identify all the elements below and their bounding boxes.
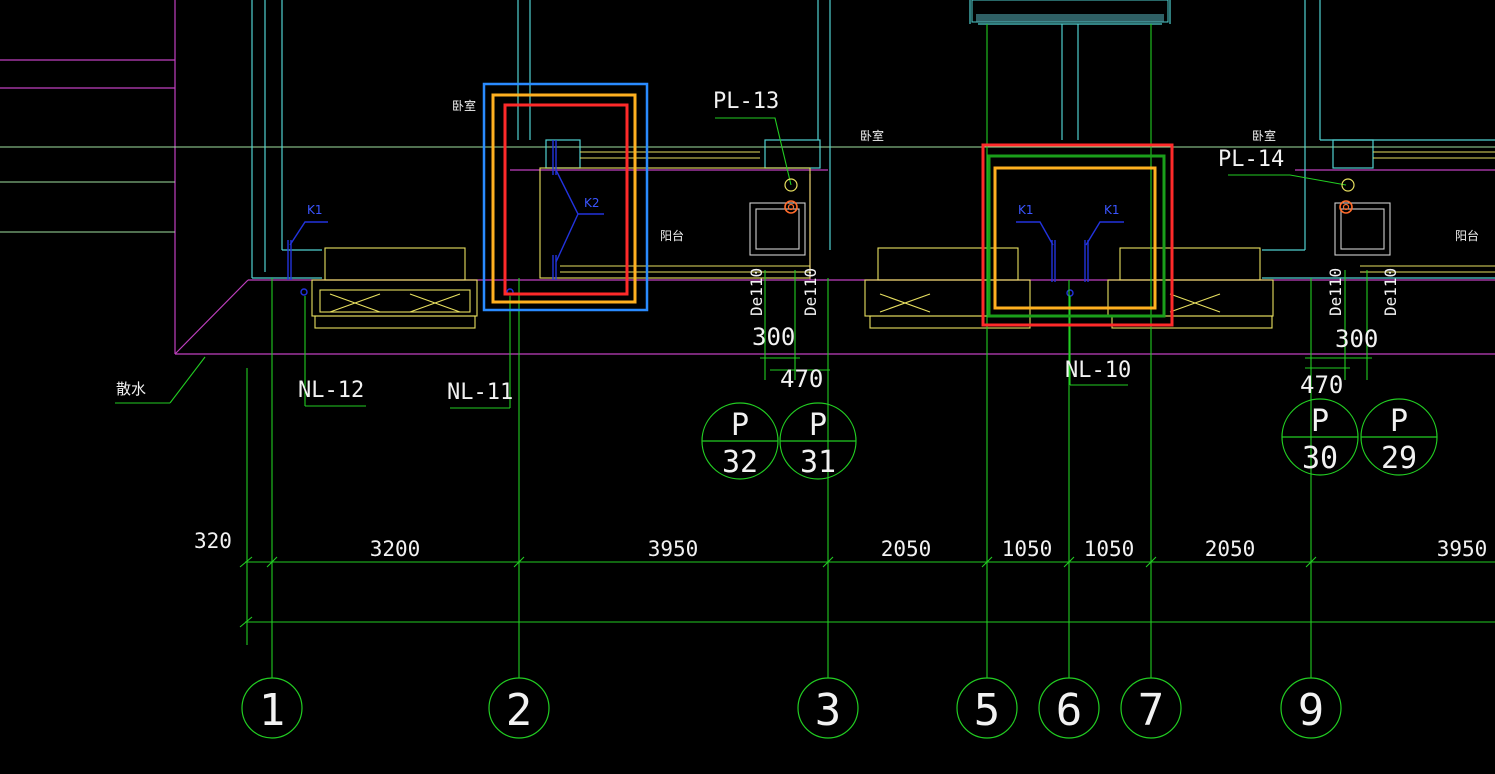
pipe-label-k2: K2 [584, 196, 600, 210]
dimension-edge: 320 [194, 529, 232, 553]
pipe-label-nl11: NL-11 [447, 380, 513, 405]
reference-lines [0, 146, 1495, 233]
tag-p32[interactable]: P 32 [701, 402, 779, 480]
pipe-label-pl13: PL-13 [713, 89, 779, 114]
room-label-balcony-2: 阳台 [1455, 228, 1479, 243]
axis-bubble-2[interactable]: 2 [488, 677, 550, 739]
offset-label-470-right: 470 [1300, 371, 1343, 399]
highlight-box-red-left[interactable] [503, 103, 629, 296]
axis-bubble-3[interactable]: 3 [797, 677, 859, 739]
highlight-box-blue[interactable] [482, 82, 649, 312]
axis-bubble-6[interactable]: 6 [1038, 677, 1100, 739]
tag-number: 30 [1302, 441, 1338, 476]
axis-bubble-1[interactable]: 1 [241, 677, 303, 739]
axis-bubble-9[interactable]: 9 [1280, 677, 1342, 739]
dimension-span-3: 2050 [881, 537, 932, 561]
dimension-span-1: 3200 [370, 537, 421, 561]
axis-bubble-5[interactable]: 5 [956, 677, 1018, 739]
highlight-box-orange-left[interactable] [491, 93, 637, 304]
grid-lines [115, 24, 1495, 678]
room-label-balcony-1: 阳台 [660, 228, 684, 243]
dimension-span-2: 3950 [648, 537, 699, 561]
wall-outlines [251, 0, 1495, 279]
hatched-wall [971, 0, 1169, 23]
room-label-bedroom-3: 卧室 [1252, 128, 1276, 143]
pipe-size-label-b: De110 [801, 268, 820, 316]
apron-label: 散水 [116, 380, 146, 398]
pipe-label-k1-a: K1 [307, 203, 323, 217]
tag-letter: P [1311, 404, 1329, 439]
tag-p29[interactable]: P 29 [1360, 398, 1438, 476]
pipe-label-nl10: NL-10 [1065, 358, 1131, 383]
fixture-lines [311, 151, 1495, 329]
axis-number: 6 [1056, 685, 1083, 736]
room-label-bedroom-1: 卧室 [452, 98, 476, 113]
pipe-label-k1-b: K1 [1018, 203, 1034, 217]
dimension-span-4: 1050 [1002, 537, 1053, 561]
dimension-span-6: 2050 [1205, 537, 1256, 561]
pipe-size-label-a: De110 [747, 268, 766, 316]
pipe-size-label-d: De110 [1381, 268, 1400, 316]
offset-label-300-right: 300 [1335, 325, 1378, 353]
dimension-span-5: 1050 [1084, 537, 1135, 561]
offset-label-300-left: 300 [752, 323, 795, 351]
riser-markers [784, 178, 1355, 214]
tag-p31[interactable]: P 31 [779, 402, 857, 480]
riser-boxes [749, 202, 1391, 256]
tag-letter: P [731, 408, 749, 443]
tag-number: 31 [800, 445, 836, 480]
pipe-label-k1-c: K1 [1104, 203, 1120, 217]
pipe-label-pl14: PL-14 [1218, 147, 1284, 172]
dimension-span-7: 3950 [1437, 537, 1488, 561]
highlight-box-red-right[interactable] [981, 143, 1174, 327]
highlight-box-green[interactable] [987, 154, 1166, 318]
tag-p30[interactable]: P 30 [1281, 398, 1359, 476]
tag-letter: P [809, 408, 827, 443]
axis-number: 9 [1298, 685, 1325, 736]
tag-number: 32 [722, 445, 758, 480]
drain-pipes [287, 140, 1124, 297]
axis-number: 3 [815, 685, 842, 736]
axis-number: 5 [974, 685, 1001, 736]
axis-number: 2 [506, 685, 533, 736]
axis-number: 1 [259, 685, 286, 736]
highlight-box-orange-right[interactable] [993, 166, 1157, 310]
room-label-bedroom-2: 卧室 [860, 128, 884, 143]
tag-number: 29 [1381, 441, 1417, 476]
axis-number: 7 [1138, 685, 1165, 736]
tag-letter: P [1390, 404, 1408, 439]
pipe-size-label-c: De110 [1326, 268, 1345, 316]
offset-label-470-left: 470 [780, 365, 823, 393]
axis-bubble-7[interactable]: 7 [1120, 677, 1182, 739]
pipe-label-nl12: NL-12 [298, 378, 364, 403]
